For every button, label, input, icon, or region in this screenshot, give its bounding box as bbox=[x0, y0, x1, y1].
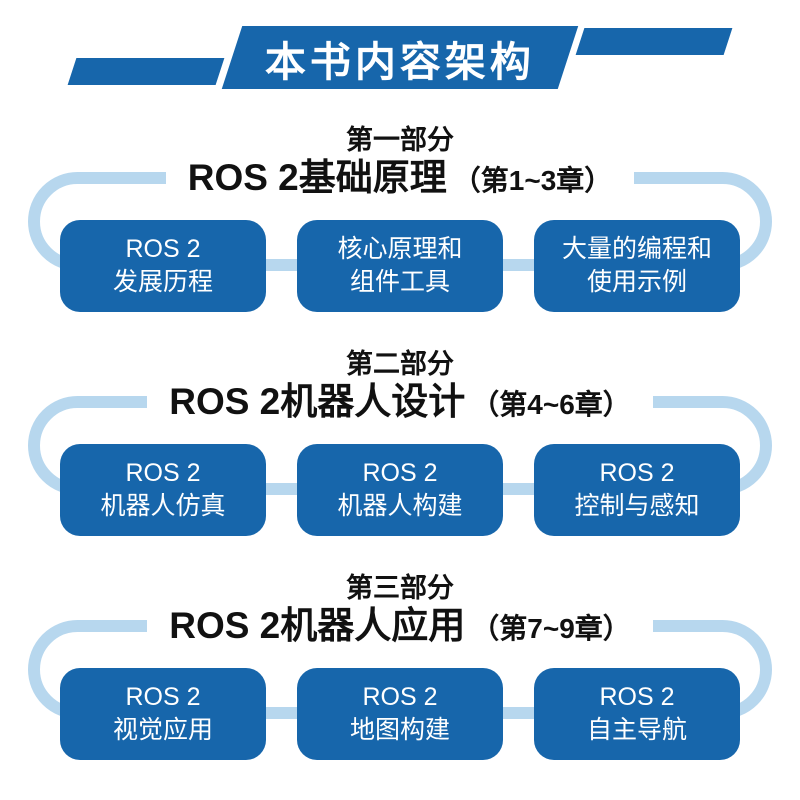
part-heading-chapters: （第7~9章） bbox=[471, 613, 631, 644]
part-heading-text: ROS 2机器人设计（第4~6章） bbox=[147, 380, 653, 432]
topic-line1: 大量的编程和 bbox=[561, 235, 712, 263]
topic-line1: ROS 2 bbox=[362, 683, 438, 711]
box-row: ROS 2 视觉应用 ROS 2 地图构建 ROS 2 自主导航 bbox=[60, 668, 740, 760]
topic-line2: 机器人仿真 bbox=[100, 492, 226, 520]
topic-line1: ROS 2 bbox=[599, 459, 675, 487]
topic-line1: ROS 2 bbox=[362, 459, 438, 487]
banner-accent-right-stripe bbox=[575, 28, 733, 55]
topic-line1: ROS 2 bbox=[125, 459, 201, 487]
part-heading-title: ROS 2基础原理 bbox=[187, 157, 447, 198]
section-part-1: 第一部分 ROS 2基础原理（第1~3章） ROS 2 发展历程 核心原理和 组… bbox=[0, 112, 800, 336]
banner-accent-left-stripe bbox=[67, 58, 225, 85]
part-heading-text: ROS 2机器人应用（第7~9章） bbox=[147, 604, 653, 656]
topic-box: ROS 2 控制与感知 bbox=[534, 444, 740, 536]
part-heading-title: ROS 2机器人应用 bbox=[169, 605, 466, 646]
banner-title-plate: 本书内容架构 bbox=[221, 26, 579, 89]
topic-box: 核心原理和 组件工具 bbox=[297, 220, 503, 312]
part-heading: ROS 2基础原理（第1~3章） bbox=[0, 156, 800, 208]
banner: 本书内容架构 bbox=[0, 0, 800, 112]
topic-box: ROS 2 自主导航 bbox=[534, 668, 740, 760]
part-heading: ROS 2机器人设计（第4~6章） bbox=[0, 380, 800, 432]
topic-line2: 视觉应用 bbox=[112, 716, 213, 744]
topic-line2: 地图构建 bbox=[349, 716, 450, 744]
topic-line1: ROS 2 bbox=[599, 683, 675, 711]
part-label: 第二部分 bbox=[346, 349, 454, 379]
topic-box: ROS 2 机器人构建 bbox=[297, 444, 503, 536]
part-heading-title: ROS 2机器人设计 bbox=[169, 381, 466, 422]
topic-line2: 使用示例 bbox=[586, 268, 687, 296]
part-label: 第一部分 bbox=[346, 125, 454, 155]
box-row: ROS 2 机器人仿真 ROS 2 机器人构建 ROS 2 控制与感知 bbox=[60, 444, 740, 536]
topic-box: ROS 2 机器人仿真 bbox=[60, 444, 266, 536]
topic-line2: 控制与感知 bbox=[574, 492, 700, 520]
topic-line1: ROS 2 bbox=[125, 683, 201, 711]
topic-line2: 机器人构建 bbox=[337, 492, 463, 520]
topic-line2: 组件工具 bbox=[349, 268, 450, 296]
topic-line2: 发展历程 bbox=[112, 268, 213, 296]
part-heading: ROS 2机器人应用（第7~9章） bbox=[0, 604, 800, 656]
part-heading-text: ROS 2基础原理（第1~3章） bbox=[165, 156, 635, 208]
section-part-3: 第三部分 ROS 2机器人应用（第7~9章） ROS 2 视觉应用 ROS 2 … bbox=[0, 560, 800, 784]
topic-box: ROS 2 视觉应用 bbox=[60, 668, 266, 760]
part-label: 第三部分 bbox=[346, 573, 454, 603]
section-part-2: 第二部分 ROS 2机器人设计（第4~6章） ROS 2 机器人仿真 ROS 2… bbox=[0, 336, 800, 560]
box-row: ROS 2 发展历程 核心原理和 组件工具 大量的编程和 使用示例 bbox=[60, 220, 740, 312]
topic-box: ROS 2 地图构建 bbox=[297, 668, 503, 760]
page-title: 本书内容架构 bbox=[265, 38, 535, 85]
topic-line1: 核心原理和 bbox=[337, 235, 463, 263]
part-heading-chapters: （第1~3章） bbox=[452, 165, 613, 196]
topic-line1: ROS 2 bbox=[125, 235, 201, 263]
part-heading-chapters: （第4~6章） bbox=[471, 389, 631, 420]
topic-line2: 自主导航 bbox=[586, 716, 687, 744]
topic-box: ROS 2 发展历程 bbox=[60, 220, 266, 312]
topic-box: 大量的编程和 使用示例 bbox=[534, 220, 740, 312]
